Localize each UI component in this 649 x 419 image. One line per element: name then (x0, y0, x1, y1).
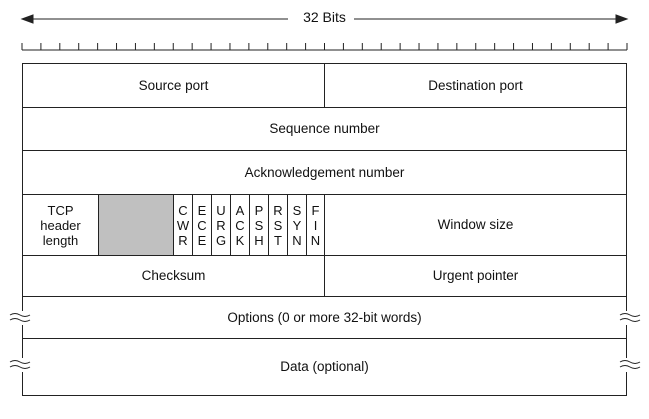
ruler-label: 32 Bits (0, 9, 649, 25)
sequence-number-field: Sequence number (23, 107, 626, 150)
acknowledgement-number-field: Acknowledgement number (23, 150, 626, 194)
flag-ece: E C E (192, 194, 211, 255)
flag-psh: P S H (249, 194, 268, 255)
destination-port-field: Destination port (324, 64, 626, 107)
tcp-header-diagram: Source port Destination port Sequence nu… (22, 63, 627, 396)
flag-urg: U R G (211, 194, 230, 255)
break-mark-icon (9, 311, 31, 325)
reserved-field (98, 194, 173, 255)
urgent-pointer-field: Urgent pointer (324, 255, 626, 296)
window-size-field: Window size (324, 194, 626, 255)
source-port-field: Source port (138, 77, 209, 93)
break-mark-icon (9, 358, 31, 372)
checksum-field: Checksum (23, 255, 324, 296)
arrow-right-icon (615, 14, 629, 24)
bit-ruler (20, 14, 629, 51)
break-mark-icon (619, 358, 641, 372)
flag-cwr: C W R (173, 194, 192, 255)
arrow-left-icon (20, 14, 34, 24)
data-field: Data (optional) (23, 338, 626, 395)
header-length-field: TCP header length (23, 194, 98, 255)
flag-fin: F I N (306, 194, 324, 255)
flag-rst: R S T (268, 194, 287, 255)
options-field: Options (0 or more 32-bit words) (23, 296, 626, 338)
break-mark-icon (619, 311, 641, 325)
flag-ack: A C K (230, 194, 249, 255)
flag-syn: S Y N (287, 194, 306, 255)
